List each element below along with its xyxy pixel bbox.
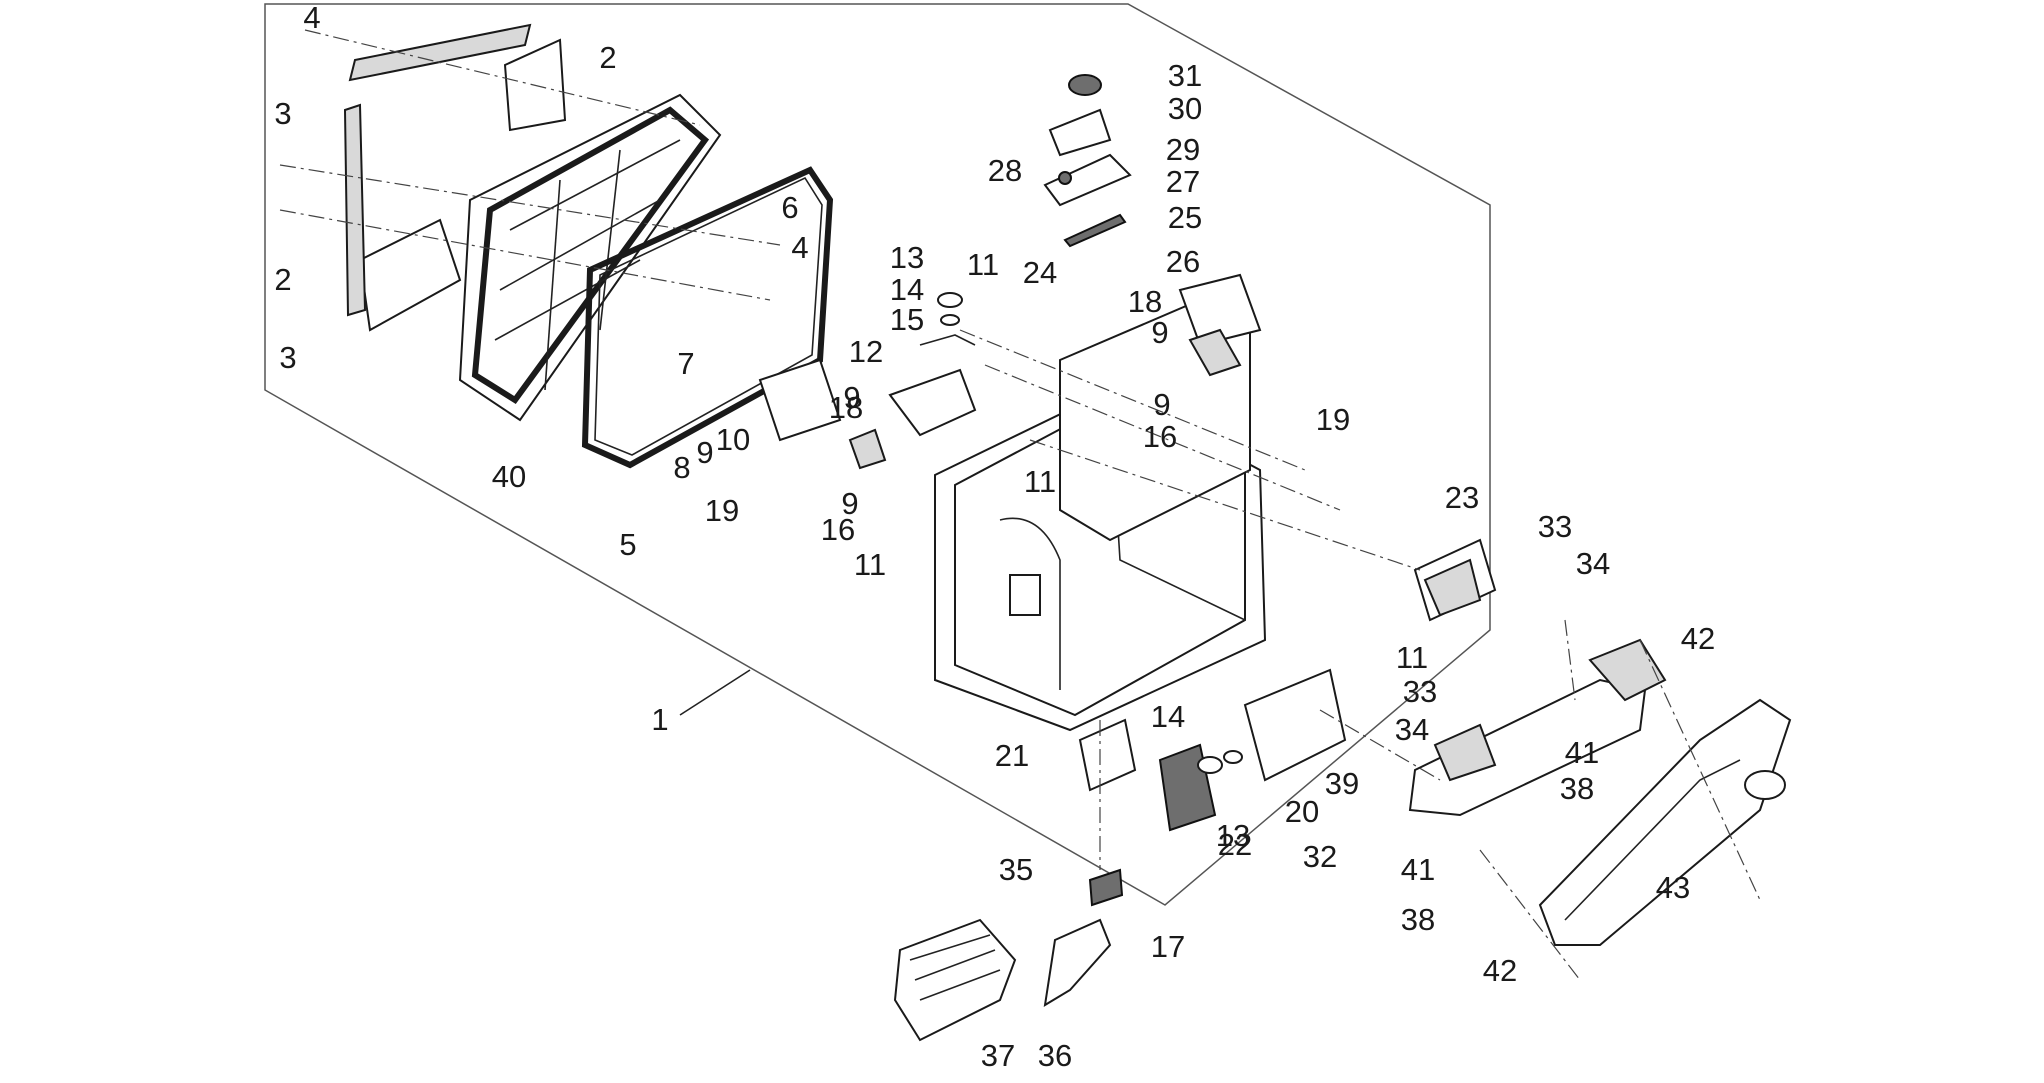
callout-24: 24 bbox=[1023, 255, 1057, 290]
callout-9: 9 bbox=[1151, 315, 1168, 350]
callout-11: 11 bbox=[854, 547, 886, 582]
callout-10: 10 bbox=[716, 422, 750, 457]
callout-11: 11 bbox=[1396, 640, 1428, 675]
callout-2: 2 bbox=[599, 40, 616, 75]
callout-1: 1 bbox=[651, 702, 668, 737]
callout-27: 27 bbox=[1166, 164, 1200, 199]
callout-12: 12 bbox=[849, 334, 883, 369]
callout-4: 4 bbox=[791, 230, 808, 265]
callout-42: 42 bbox=[1483, 953, 1517, 988]
callout-32: 32 bbox=[1303, 839, 1337, 874]
bracket-21 bbox=[1078, 718, 1137, 792]
handle-assembly bbox=[1043, 74, 1132, 248]
callout-43: 43 bbox=[1656, 870, 1690, 905]
callout-41: 41 bbox=[1565, 735, 1599, 770]
callout-16: 16 bbox=[1143, 419, 1177, 454]
callout-35: 35 bbox=[999, 852, 1033, 887]
callout-9: 9 bbox=[1153, 387, 1170, 422]
callout-19: 19 bbox=[705, 493, 739, 528]
side-latch-lower bbox=[758, 358, 887, 470]
callout-15: 15 bbox=[890, 302, 924, 337]
callout-3: 3 bbox=[279, 340, 296, 375]
callout-8: 8 bbox=[673, 450, 690, 485]
callout-34: 34 bbox=[1576, 546, 1610, 581]
callout-25: 25 bbox=[1168, 200, 1202, 235]
callout-18: 18 bbox=[829, 390, 863, 425]
callout-11: 11 bbox=[967, 247, 999, 282]
callout-14: 14 bbox=[890, 272, 924, 307]
footpeg-assembly bbox=[893, 868, 1124, 1042]
callout-31: 31 bbox=[1168, 58, 1202, 93]
front-lower-bracket bbox=[1158, 668, 1347, 832]
callout-21: 21 bbox=[995, 738, 1029, 773]
callout-26: 26 bbox=[1166, 244, 1200, 279]
callout-18: 18 bbox=[1128, 284, 1162, 319]
callout-42: 42 bbox=[1681, 621, 1715, 656]
callout-30: 30 bbox=[1168, 91, 1202, 126]
side-latch-upper bbox=[1178, 273, 1262, 377]
callout-38: 38 bbox=[1401, 902, 1435, 937]
callout-13: 13 bbox=[1216, 818, 1250, 853]
callout-leader-1 bbox=[679, 669, 751, 716]
callout-16: 16 bbox=[821, 512, 855, 547]
callout-9: 9 bbox=[696, 435, 713, 470]
callout-38: 38 bbox=[1560, 771, 1594, 806]
callout-41: 41 bbox=[1401, 852, 1435, 887]
callout-4: 4 bbox=[303, 0, 320, 35]
callout-5: 5 bbox=[619, 527, 636, 562]
callout-3: 3 bbox=[274, 96, 291, 131]
callout-7: 7 bbox=[677, 346, 694, 381]
callout-33: 33 bbox=[1403, 674, 1437, 709]
subframe bbox=[1538, 698, 1792, 946]
assembly-boundary bbox=[264, 3, 1491, 906]
callout-33: 33 bbox=[1538, 509, 1572, 544]
callout-2: 2 bbox=[274, 262, 291, 297]
callout-11: 11 bbox=[1024, 464, 1056, 499]
callout-9: 9 bbox=[841, 486, 858, 521]
callout-23: 23 bbox=[1445, 480, 1479, 515]
callout-13: 13 bbox=[890, 240, 924, 275]
callout-34: 34 bbox=[1395, 712, 1429, 747]
callout-19: 19 bbox=[1316, 402, 1350, 437]
callout-36: 36 bbox=[1038, 1038, 1072, 1073]
callout-17: 17 bbox=[1151, 929, 1185, 964]
latch-parts bbox=[888, 292, 977, 437]
callout-29: 29 bbox=[1166, 132, 1200, 167]
construction-lines bbox=[279, 29, 1761, 981]
callout-22: 22 bbox=[1218, 827, 1252, 862]
callout-40: 40 bbox=[492, 459, 526, 494]
callout-28: 28 bbox=[988, 153, 1022, 188]
callout-6: 6 bbox=[781, 190, 798, 225]
callout-20: 20 bbox=[1285, 794, 1319, 829]
callout-9: 9 bbox=[843, 380, 860, 415]
callout-39: 39 bbox=[1325, 766, 1359, 801]
callout-14: 14 bbox=[1151, 699, 1185, 734]
carrier-rail bbox=[1408, 638, 1667, 817]
mount-bracket-23 bbox=[1413, 538, 1497, 622]
side-plates bbox=[343, 23, 567, 332]
callout-37: 37 bbox=[981, 1038, 1015, 1073]
